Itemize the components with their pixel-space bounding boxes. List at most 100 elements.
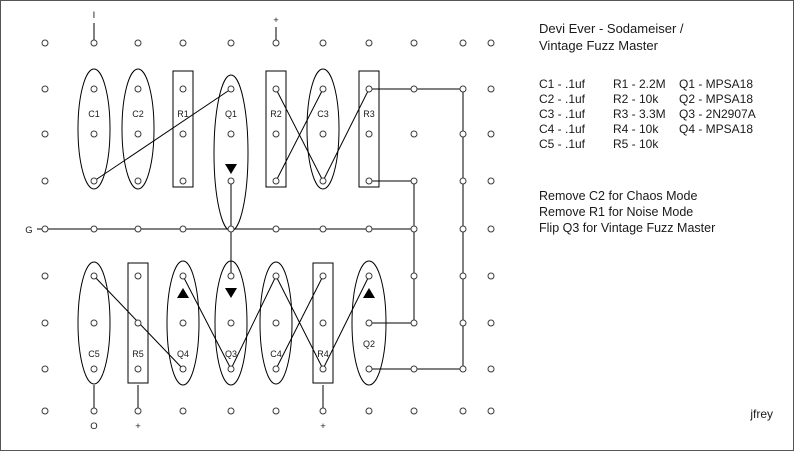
hole: [179, 225, 187, 233]
hole: [41, 130, 49, 138]
hole: [41, 365, 49, 373]
hole: [227, 177, 235, 185]
hole: [134, 130, 142, 138]
hole: [227, 225, 235, 233]
hole: [90, 85, 98, 93]
component-label-R3: R3: [363, 109, 375, 119]
text-line: R5 - 10k: [613, 136, 659, 151]
text-line: C4 - .1uf: [539, 121, 586, 136]
text-line: Q2 - MPSA18: [679, 91, 754, 106]
hole: [365, 130, 373, 138]
hole: [319, 319, 327, 327]
text-line: C3 - .1uf: [539, 106, 586, 121]
hole: [410, 407, 418, 415]
component-label-Q4: Q4: [177, 349, 189, 359]
hole: [90, 225, 98, 233]
hole: [487, 407, 495, 415]
component-outline-R3: [358, 70, 380, 188]
title-line-1: Devi Ever - Sodameiser /: [539, 21, 684, 36]
hole: [272, 39, 280, 47]
hole: [134, 85, 142, 93]
hole: [179, 365, 187, 373]
hole: [179, 130, 187, 138]
hole: [410, 319, 418, 327]
hole: [365, 365, 373, 373]
hole: [459, 272, 467, 280]
pad-label: O: [90, 421, 97, 432]
hole: [41, 85, 49, 93]
component-label-C4: C4: [270, 349, 282, 359]
hole: [365, 225, 373, 233]
hole: [134, 407, 142, 415]
hole: [319, 130, 327, 138]
wire-15: [322, 275, 370, 370]
hole: [41, 39, 49, 47]
hole: [179, 272, 187, 280]
hole: [487, 177, 495, 185]
hole: [134, 225, 142, 233]
component-outline-C5: [77, 261, 111, 385]
text-line: Remove R1 for Noise Mode: [539, 204, 694, 219]
hole: [410, 365, 418, 373]
hole: [459, 225, 467, 233]
component-label-Q1: Q1: [225, 109, 237, 119]
hole: [365, 407, 373, 415]
text-line: Q1 - MPSA18: [679, 76, 754, 91]
component-outline-R1: [172, 70, 194, 188]
hole: [134, 39, 142, 47]
component-outline-C2: [121, 68, 155, 190]
hole: [90, 365, 98, 373]
hole: [410, 39, 418, 47]
hole: [134, 177, 142, 185]
text-line: C5 - .1uf: [539, 136, 586, 151]
hole: [410, 225, 418, 233]
hole: [365, 39, 373, 47]
hole: [487, 39, 495, 47]
wire-4: [275, 88, 324, 182]
wire-5: [322, 88, 370, 182]
hole: [134, 272, 142, 280]
hole: [90, 39, 98, 47]
hole: [41, 407, 49, 415]
schematic-title: Devi Ever - Sodameiser / Vintage Fuzz Ma…: [539, 21, 785, 55]
wire-14: [275, 275, 324, 370]
component-label-R2: R2: [270, 109, 282, 119]
component-outline-C1: [77, 68, 111, 190]
text-line: Remove C2 for Chaos Mode: [539, 188, 698, 203]
pad-label: +: [320, 421, 326, 432]
hole: [487, 272, 495, 280]
text-line: Flip Q3 for Vintage Fuzz Master: [539, 220, 716, 235]
hole: [227, 407, 235, 415]
hole: [272, 85, 280, 93]
text-line: C1 - .1uf: [539, 76, 586, 91]
transistor-marker-Q3: [225, 288, 237, 298]
title-line-2: Vintage Fuzz Master: [539, 37, 658, 53]
hole: [272, 407, 280, 415]
component-outline-C3: [306, 68, 340, 190]
hole: [41, 177, 49, 185]
hole: [134, 319, 142, 327]
wire-11: [182, 275, 232, 370]
component-label-Q2: Q2: [363, 339, 375, 349]
text-line: C2 - .1uf: [539, 91, 586, 106]
transistor-marker-Q4: [177, 288, 189, 298]
hole: [487, 85, 495, 93]
hole: [459, 319, 467, 327]
hole: [365, 319, 373, 327]
wire-2: [93, 88, 232, 182]
component-label-C1: C1: [88, 109, 100, 119]
hole: [272, 319, 280, 327]
hole: [319, 225, 327, 233]
hole: [365, 85, 373, 93]
hole: [319, 39, 327, 47]
hole: [319, 365, 327, 373]
hole: [179, 177, 187, 185]
credit: jfrey: [750, 407, 773, 421]
hole: [227, 85, 235, 93]
pad-label: G: [25, 225, 32, 236]
hole: [227, 272, 235, 280]
hole: [459, 177, 467, 185]
